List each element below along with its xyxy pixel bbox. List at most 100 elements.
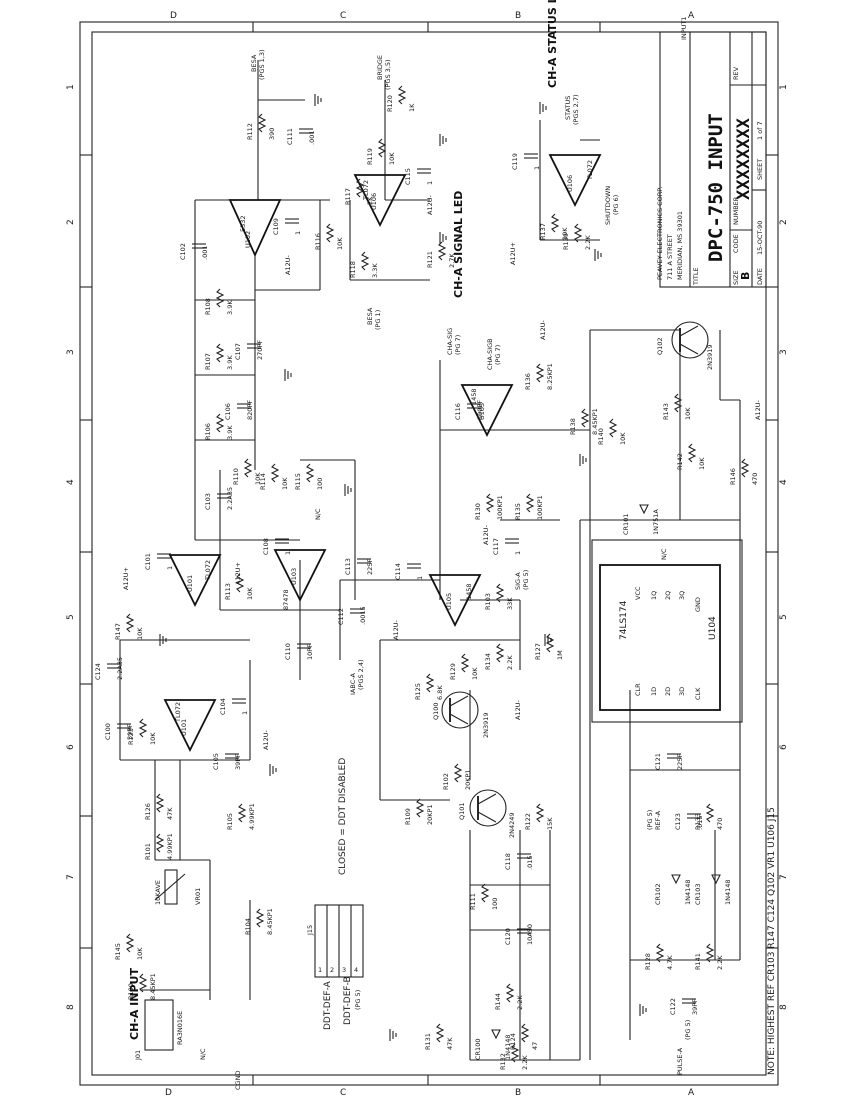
- zone-letter-bottom-a: A: [688, 1088, 695, 1098]
- trimmer-vr01: VR01 10KAVE: [154, 869, 202, 905]
- zone-number-right-3: 3: [779, 349, 789, 355]
- capacitor-value-c100: 39PF: [126, 724, 134, 740]
- capacitor-ref-c122: C122: [669, 998, 677, 1015]
- net-pulse-a: PULSE-A: [676, 1047, 684, 1075]
- net-iabc-a: IABC-A: [349, 673, 357, 695]
- capacitor-value-c106: 820PF: [246, 400, 254, 420]
- net-besa-in-ref: (PG 1): [374, 310, 382, 330]
- capacitor-value-c115: 1: [426, 181, 434, 185]
- resistor-symbol: [655, 943, 665, 963]
- svg-text:1458: 1458: [470, 388, 478, 405]
- opamp-u106-status: U106 TL072: [548, 154, 602, 208]
- resistor-value-r138: 8.45KP1: [591, 408, 599, 435]
- net-pulse-a-ref: (PG 5): [684, 1020, 692, 1040]
- resistor-ref-r137: R137: [539, 223, 547, 240]
- resistor-symbol: [235, 573, 245, 593]
- zone-number-3: 3: [66, 349, 76, 355]
- resistor-value-r124: 47: [531, 1042, 539, 1050]
- svg-text:10KAVE: 10KAVE: [154, 880, 162, 905]
- svg-text:VR01: VR01: [194, 888, 202, 905]
- capacitor-ref-c103: C103: [204, 493, 212, 510]
- net-a12u-minus-8: A12U-: [482, 525, 490, 545]
- net-nc-2: N/C: [314, 508, 322, 520]
- capacitor-value-c105: 39PF: [234, 754, 242, 770]
- opamp-u101-lower: U101 TL072: [163, 699, 217, 753]
- capacitor-ref-c123: C123: [674, 813, 682, 830]
- tb-sheet: 1 of 7: [756, 121, 764, 140]
- net-a12u-minus-2: A12U-: [426, 195, 434, 215]
- capacitor-ref-c112: C112: [337, 608, 345, 625]
- diode-part-cr102: 1N4148: [684, 879, 692, 905]
- zone-number-right-6: 6: [779, 744, 789, 750]
- resistor-ref-r146: R146: [729, 468, 737, 485]
- svg-text:Q100: Q100: [432, 702, 440, 720]
- tb-number: XXXXXXXX: [734, 117, 754, 200]
- zone-number-right-2: 2: [779, 219, 789, 225]
- net-bridge: BRIDGE: [376, 55, 384, 80]
- net-cha-sig: CHA-SIG: [446, 328, 454, 355]
- resistor-value-r108: 3.9K: [226, 300, 234, 315]
- resistor-ref-r117: R117: [344, 188, 352, 205]
- resistor-symbol: [687, 443, 697, 463]
- svg-text:U103: U103: [290, 568, 298, 585]
- diode-ref-cr101: CR101: [622, 514, 630, 535]
- resistor-symbol: [255, 908, 265, 928]
- capacitor-ref-c107: C107: [234, 343, 242, 360]
- resistor-value-r121: 2.7K: [448, 253, 456, 268]
- resistor-symbol: [535, 363, 545, 383]
- zone-letter-bottom-c: C: [340, 1088, 346, 1098]
- zone-letter-bottom-d: D: [165, 1088, 172, 1098]
- capacitor-value-c102: .001: [201, 246, 209, 260]
- diode-ref-cr100: CR100: [474, 1039, 482, 1060]
- resistor-symbol: [545, 633, 555, 653]
- net-nc-3: N/C: [660, 548, 668, 560]
- resistor-ref-r116: R116: [314, 233, 322, 250]
- zone-letter-top-d: D: [170, 11, 177, 21]
- resistor-value-r106: 3.9K: [226, 425, 234, 440]
- capacitor-ref-c120: C120: [504, 928, 512, 945]
- resistor-ref-r106: R106: [204, 423, 212, 440]
- resistor-value-r107: 3.9K: [226, 355, 234, 370]
- resistor-symbol: [495, 643, 505, 663]
- zone-number-6: 6: [66, 744, 76, 750]
- resistor-symbol: [525, 493, 535, 513]
- svg-text:2: 2: [330, 966, 334, 974]
- capacitor-ref-c111: C111: [286, 128, 294, 145]
- resistor-ref-r104: R104: [244, 918, 252, 935]
- resistor-symbol: [510, 1043, 520, 1063]
- resistor-value-r144: 2.2K: [516, 995, 524, 1010]
- net-a12u-minus-1: A12U-: [284, 255, 292, 275]
- resistor-ref-r114: R114: [259, 473, 267, 490]
- resistor-value-r139: 2.2K: [584, 235, 592, 250]
- net-labels: BESA (PGS 1,3) BRIDGE (PGS 3,5) STATUS (…: [122, 49, 762, 1090]
- label-jumper-note: CLOSED = DDT DISABLED: [338, 758, 348, 875]
- resistor-ref-r141: R141: [694, 953, 702, 970]
- opamp-u105-top: U105 1458: [460, 384, 514, 438]
- resistor-ref-r140: R140: [597, 428, 605, 445]
- svg-text:TL072: TL072: [204, 560, 212, 581]
- svg-text:2N3919: 2N3919: [706, 344, 714, 370]
- svg-text:87478: 87478: [282, 589, 290, 610]
- resistor-symbol: [155, 793, 165, 813]
- resistor-ref-r120: R120: [386, 95, 394, 112]
- svg-text:Q102: Q102: [656, 337, 664, 355]
- resistor-ref-r136: R136: [524, 373, 532, 390]
- capacitor-value-c104: 1: [241, 711, 249, 715]
- capacitor-ref-c113: C113: [344, 558, 352, 575]
- resistor-ref-r118: R118: [349, 261, 357, 278]
- resistor-symbol: [535, 803, 545, 823]
- resistor-symbol: [495, 583, 505, 603]
- net-shutdown: SHUTDOWN: [604, 186, 612, 225]
- resistor-symbol: [673, 393, 683, 413]
- resistor-symbol: [705, 943, 715, 963]
- resistor-symbol: [125, 933, 135, 953]
- capacitor-ref-c116: C116: [454, 403, 462, 420]
- svg-text:TL072: TL072: [362, 180, 370, 201]
- resistor-symbol: [237, 803, 247, 823]
- resistor-value-r114: 10K: [281, 477, 289, 490]
- capacitor-ref-c117: C117: [492, 538, 500, 555]
- opamp-u101-upper: U101 TL072: [168, 554, 222, 608]
- tb-date: 15-OCT-90: [756, 221, 764, 255]
- zone-number-5: 5: [66, 614, 76, 620]
